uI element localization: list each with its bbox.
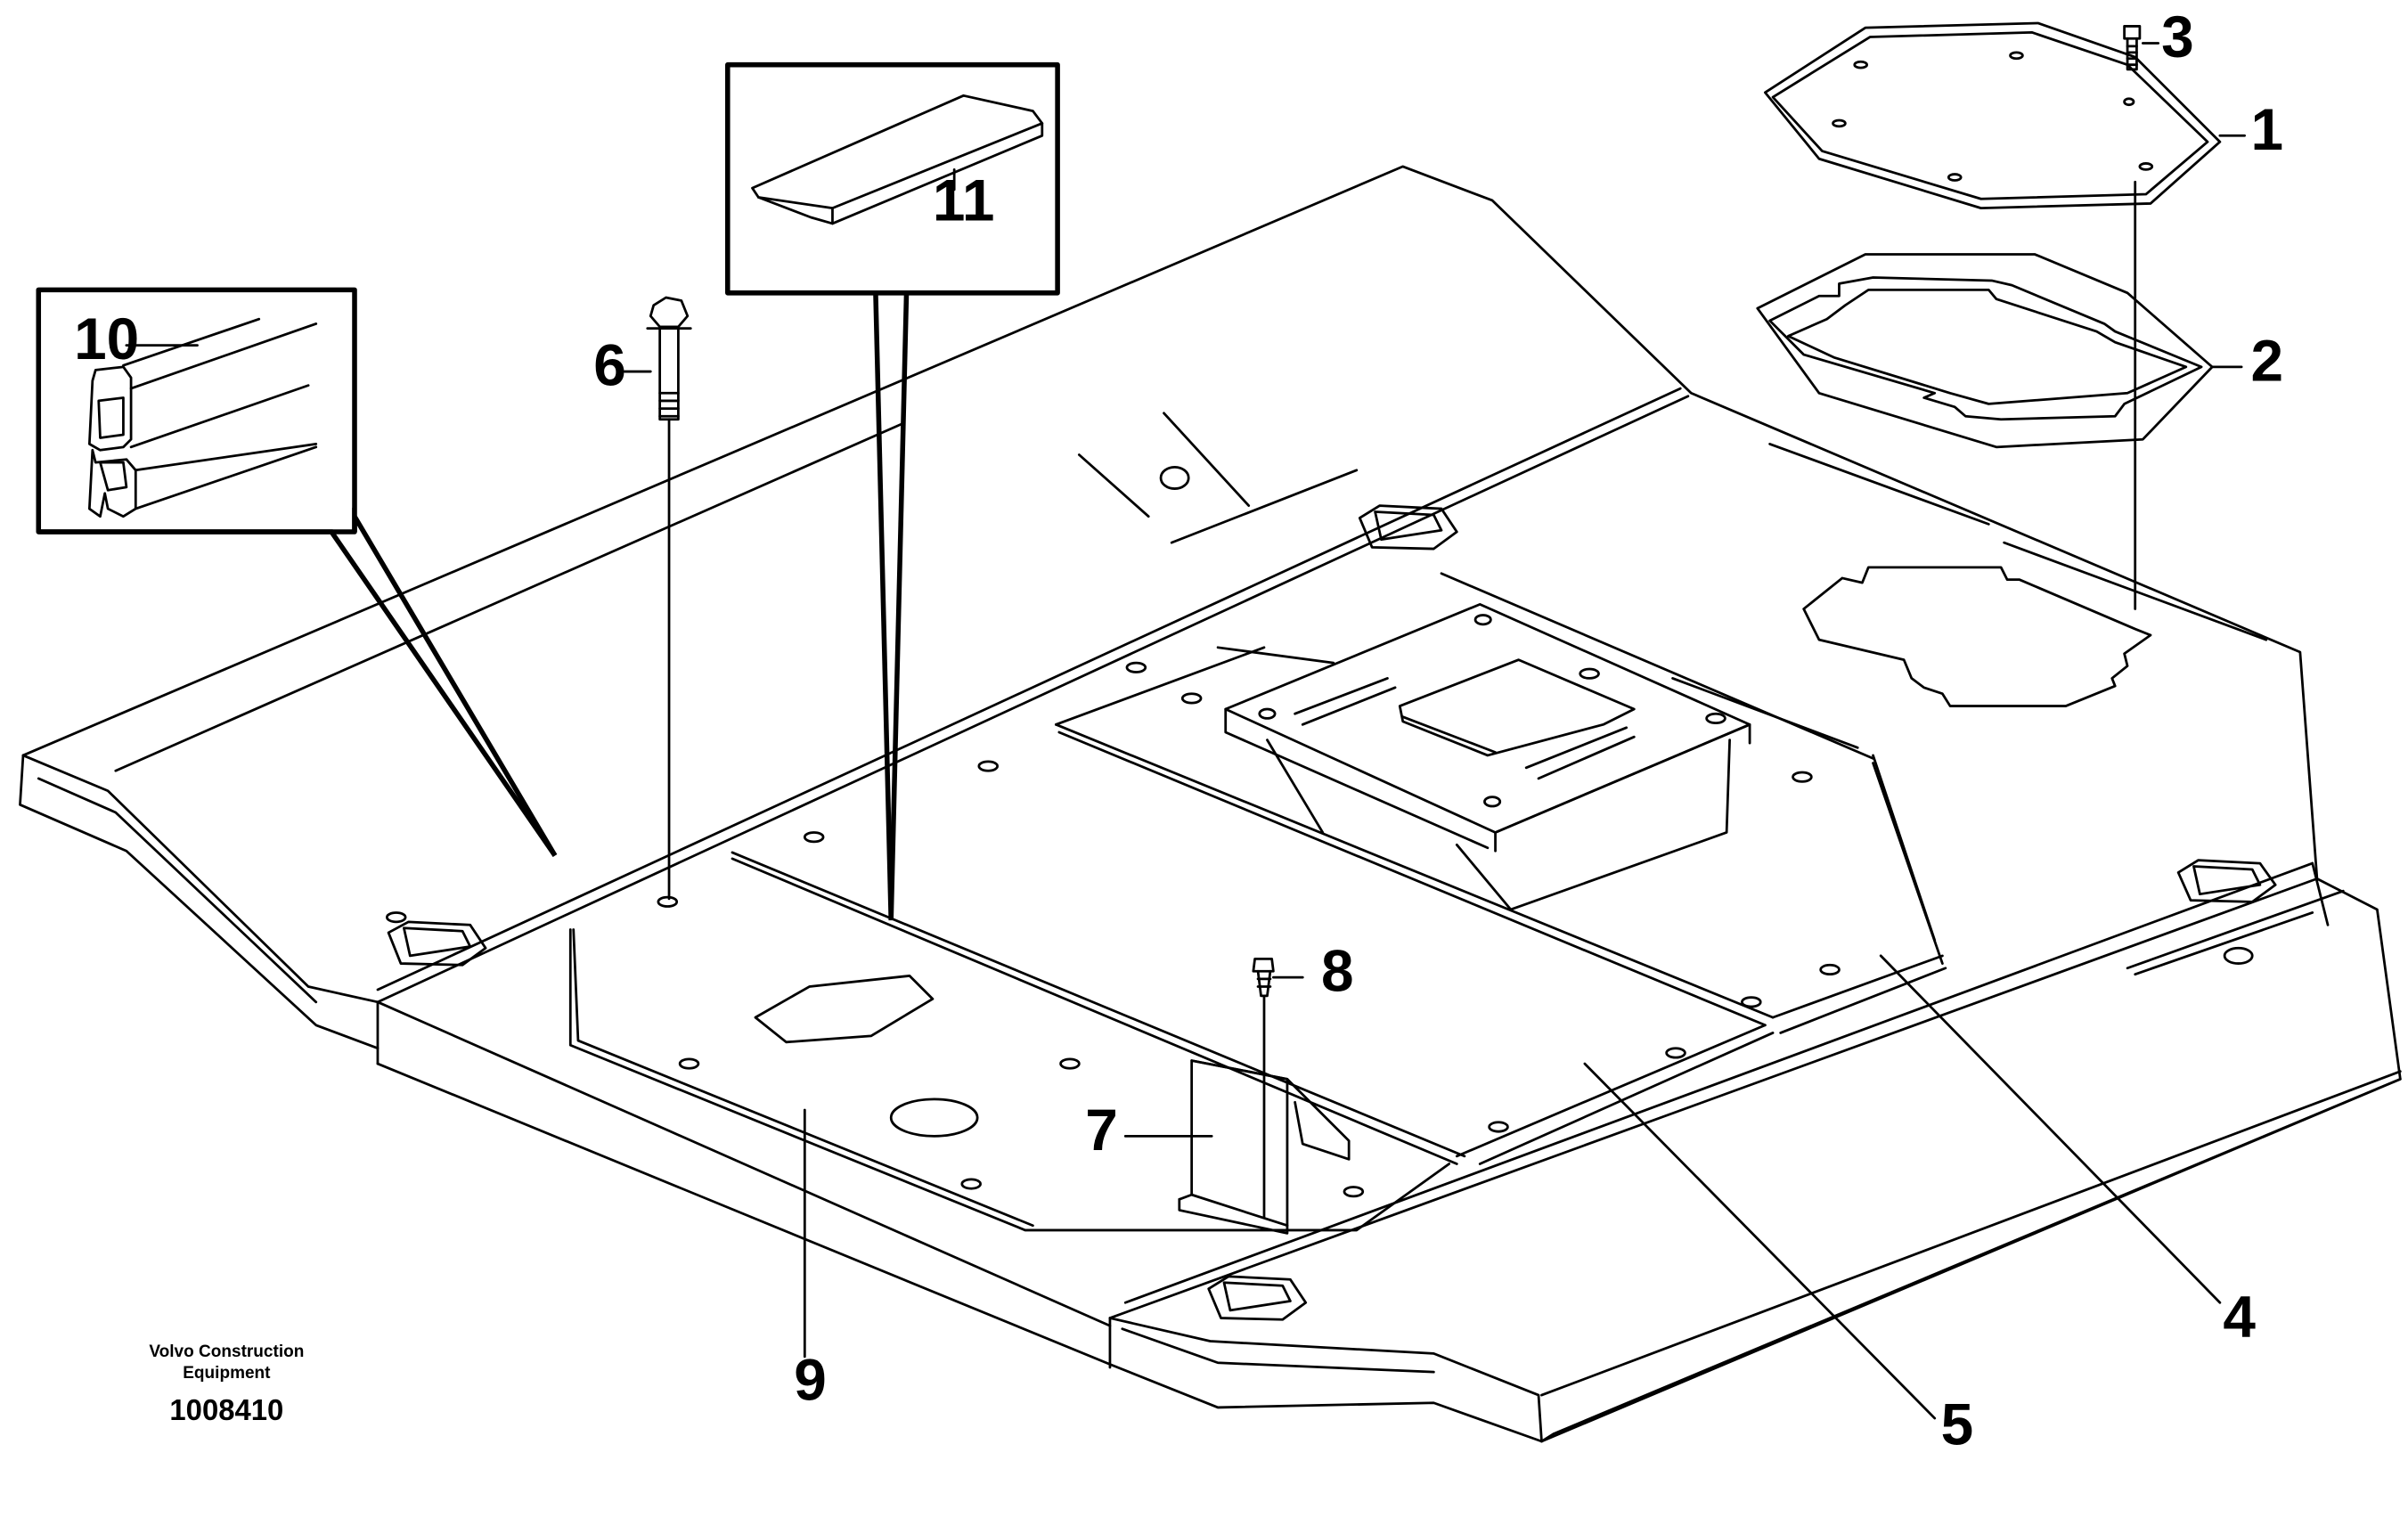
caption-company-line-1: Volvo Construction <box>149 1342 304 1361</box>
callout-1: 1 <box>2250 96 2283 162</box>
caption-company-line-2: Equipment <box>183 1364 271 1383</box>
cover-plate-1 <box>1764 21 2222 210</box>
caption-drawing-number: 1008410 <box>169 1393 283 1426</box>
callout-2: 2 <box>2250 327 2283 393</box>
rubber-mounts <box>387 504 2277 1321</box>
callout-7: 7 <box>1085 1097 1118 1163</box>
callout-5: 5 <box>1941 1391 1974 1457</box>
floor-opening <box>1802 566 2152 707</box>
floor-panel-9 <box>568 851 1466 1232</box>
floor-panel-4 <box>1771 954 1947 1034</box>
screw-3 <box>2123 25 2142 71</box>
callout-8: 8 <box>1321 938 1354 1004</box>
caption-block: Volvo Construction Equipment 1008410 <box>149 1342 304 1426</box>
callout-4: 4 <box>2223 1283 2256 1349</box>
floor-plate <box>19 165 2402 1443</box>
gasket-frame-2 <box>1756 253 2214 449</box>
rear-slots <box>1077 412 2345 976</box>
callout-3: 3 <box>2161 4 2194 69</box>
bracket-7 <box>1178 1059 1351 1235</box>
detail-connectors <box>38 292 910 921</box>
callout-10: 10 <box>74 306 139 371</box>
callout-labels: 1 2 3 4 5 6 7 8 9 10 11 <box>74 4 2283 1457</box>
bolt-6 <box>646 296 692 421</box>
detail-box-11 <box>725 61 1060 296</box>
callout-6: 6 <box>593 332 626 398</box>
leader-lines <box>125 42 2246 1420</box>
bolt-holes <box>385 614 1841 1198</box>
raised-console <box>1224 602 1751 911</box>
callout-11: 11 <box>933 167 995 233</box>
screw-8 <box>1252 957 1275 998</box>
callout-9: 9 <box>794 1346 827 1412</box>
